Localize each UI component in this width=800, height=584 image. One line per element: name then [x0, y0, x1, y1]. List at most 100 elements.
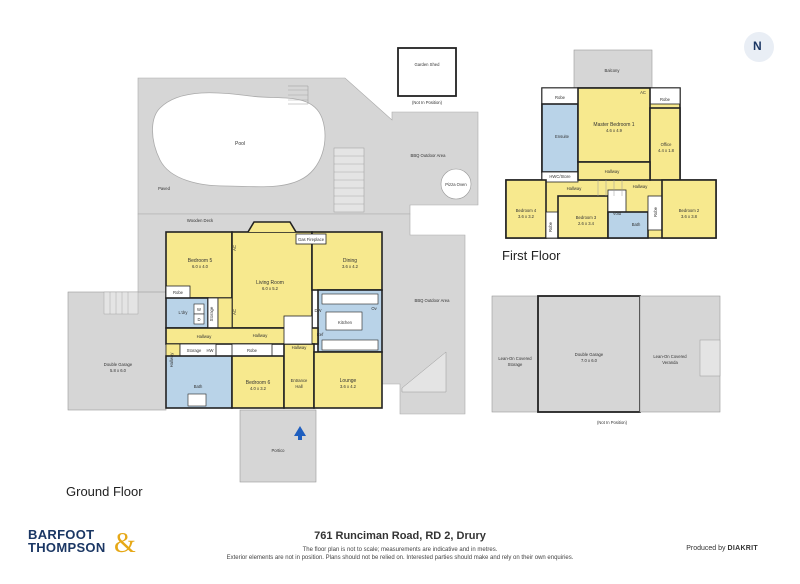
- label-dining: Dining: [343, 258, 357, 264]
- label-bedroom-3-size: 2.6 x 3.4: [578, 221, 595, 226]
- garage-building: [491, 295, 721, 413]
- label-living-size: 6.0 x 5.2: [262, 286, 279, 291]
- credit-prefix: Produced by: [686, 545, 726, 552]
- room-bedroom-3: [557, 195, 609, 239]
- label-paved: Paved: [158, 186, 171, 191]
- credit-brand: DIAKRIT: [727, 545, 758, 552]
- label-fac: AC: [640, 90, 646, 95]
- label-leanon-storage-sub: Storage: [508, 362, 523, 367]
- producer-credit: Produced by DIAKRIT: [686, 545, 758, 552]
- label-kitchen: Kitchen: [338, 320, 353, 325]
- label-master-size: 4.6 x 4.9: [606, 128, 623, 133]
- room-first-bath: [607, 211, 649, 239]
- label-frobe1: Robe: [555, 95, 566, 100]
- balcony: [573, 49, 653, 91]
- label-dw: DW: [315, 308, 322, 313]
- label-lounge-size: 3.6 x 4.2: [340, 384, 357, 389]
- label-storage-vertical: Storage: [209, 306, 214, 321]
- property-address: 761 Runciman Road, RD 2, Drury: [314, 530, 486, 542]
- first-floor: [491, 49, 721, 413]
- label-office-size: 4.4 x 1.8: [658, 148, 675, 153]
- labels: Garden Shed (Not In Position) Pool Paved…: [104, 62, 700, 453]
- label-bbq-top: BBQ Outdoor Area: [411, 153, 447, 158]
- first-floor-heading: First Floor: [502, 248, 561, 263]
- label-robe-bed6: Robe: [247, 348, 258, 353]
- label-entrance-sub: Hall: [295, 384, 302, 389]
- logo-line-1: BARFOOT: [28, 527, 95, 542]
- label-pizza-oven: Pizza Oven: [445, 182, 467, 187]
- label-bedroom-3: Bedroom 3: [576, 215, 597, 220]
- label-shed-note: (Not In Position): [412, 100, 443, 105]
- label-leanon-veranda: Lean-On Covered: [653, 354, 687, 359]
- label-ac2: AC: [232, 309, 237, 315]
- disclaimer-line-1: The floor plan is not to scale; measurem…: [302, 547, 498, 553]
- label-ground-garage: Double Garage: [104, 362, 133, 367]
- label-gas-fireplace: Gas Fireplace: [298, 237, 325, 242]
- ground-floor-heading: Ground Floor: [66, 484, 143, 499]
- label-frobe4: Robe: [653, 206, 658, 217]
- label-hallway-c: Hallway: [169, 352, 174, 368]
- ground-house: [165, 221, 383, 409]
- label-dining-size: 3.6 x 4.2: [342, 264, 359, 269]
- label-laundry: L'dry: [179, 310, 189, 315]
- room-office: [649, 107, 681, 181]
- label-leanon-storage: Lean-On Covered: [498, 356, 532, 361]
- label-master: Master Bedroom 1: [593, 122, 634, 128]
- label-hwc-store: HWC/Store: [549, 174, 571, 179]
- label-bedroom-2: Bedroom 2: [679, 208, 700, 213]
- label-bedroom-5: Bedroom 5: [188, 258, 213, 264]
- label-bedroom-6: Bedroom 6: [246, 380, 271, 386]
- room-bedroom-6: [231, 355, 285, 409]
- label-ground-garage-size: 5.8 x 6.0: [110, 368, 127, 373]
- label-ov: Ov: [371, 306, 377, 311]
- label-hw: HW: [207, 348, 214, 353]
- room-master-bedroom: [577, 87, 651, 163]
- label-f-hallway: Hallway: [605, 169, 621, 174]
- label-d: D: [197, 317, 200, 322]
- label-frobe3: Robe: [548, 221, 553, 232]
- label-pool: Pool: [235, 141, 245, 147]
- label-portico: Portico: [271, 448, 285, 453]
- label-w: W: [197, 307, 201, 312]
- entry-arrow: [294, 426, 306, 440]
- logo-ampersand: &: [114, 528, 136, 559]
- label-f-bath: Bath: [632, 222, 641, 227]
- disclaimer: The floor plan is not to scale; measurem…: [0, 546, 800, 562]
- label-bedroom-5-size: 6.0 x 4.0: [192, 264, 209, 269]
- label-bedroom-4-size: 3.6 x 3.2: [518, 214, 535, 219]
- label-leanon-veranda-sub: Veranda: [662, 360, 678, 365]
- label-f-hallway-l: Hallway: [567, 186, 583, 191]
- garden-shed: [397, 47, 457, 97]
- label-storage: Storage: [187, 348, 202, 353]
- agency-logo: BARFOOT THOMPSON &: [28, 528, 148, 558]
- label-hallway-d: Hallway: [292, 345, 308, 350]
- label-bbq-right: BBQ Outdoor Area: [415, 298, 451, 303]
- label-living: Living Room: [256, 280, 284, 286]
- room-bedroom-4: [505, 179, 547, 239]
- compass-icon: N: [744, 32, 774, 62]
- room-entrance-hall: [283, 343, 315, 409]
- label-garden-shed: Garden Shed: [415, 62, 441, 67]
- label-robe-bed5: Robe: [173, 290, 184, 295]
- outdoor-areas: [67, 47, 479, 483]
- room-lounge: [313, 351, 383, 409]
- room-bath: [165, 355, 233, 409]
- label-entrance: Entrance: [291, 378, 308, 383]
- disclaimer-line-2: Exterior elements are not in position. P…: [226, 555, 574, 561]
- label-void: Void: [613, 211, 622, 216]
- compass-letter: N: [753, 39, 762, 53]
- label-ref: Ref: [317, 332, 324, 337]
- label-hallway-b: Hallway: [197, 334, 213, 339]
- label-ac1: AC: [232, 245, 237, 251]
- label-hallway-a: Hallway: [253, 333, 269, 338]
- logo-line-2: THOMPSON: [28, 540, 106, 555]
- pizza-oven: [440, 168, 472, 200]
- label-balcony: Balcony: [605, 68, 621, 73]
- label-frobe2: Robe: [660, 97, 671, 102]
- label-bedroom-2-size: 3.6 x 3.8: [681, 214, 698, 219]
- portico: [239, 409, 317, 483]
- label-dg2: Double Garage: [575, 352, 604, 357]
- label-bedroom-4: Bedroom 4: [516, 208, 537, 213]
- label-ensuite: Ensuite: [555, 134, 570, 139]
